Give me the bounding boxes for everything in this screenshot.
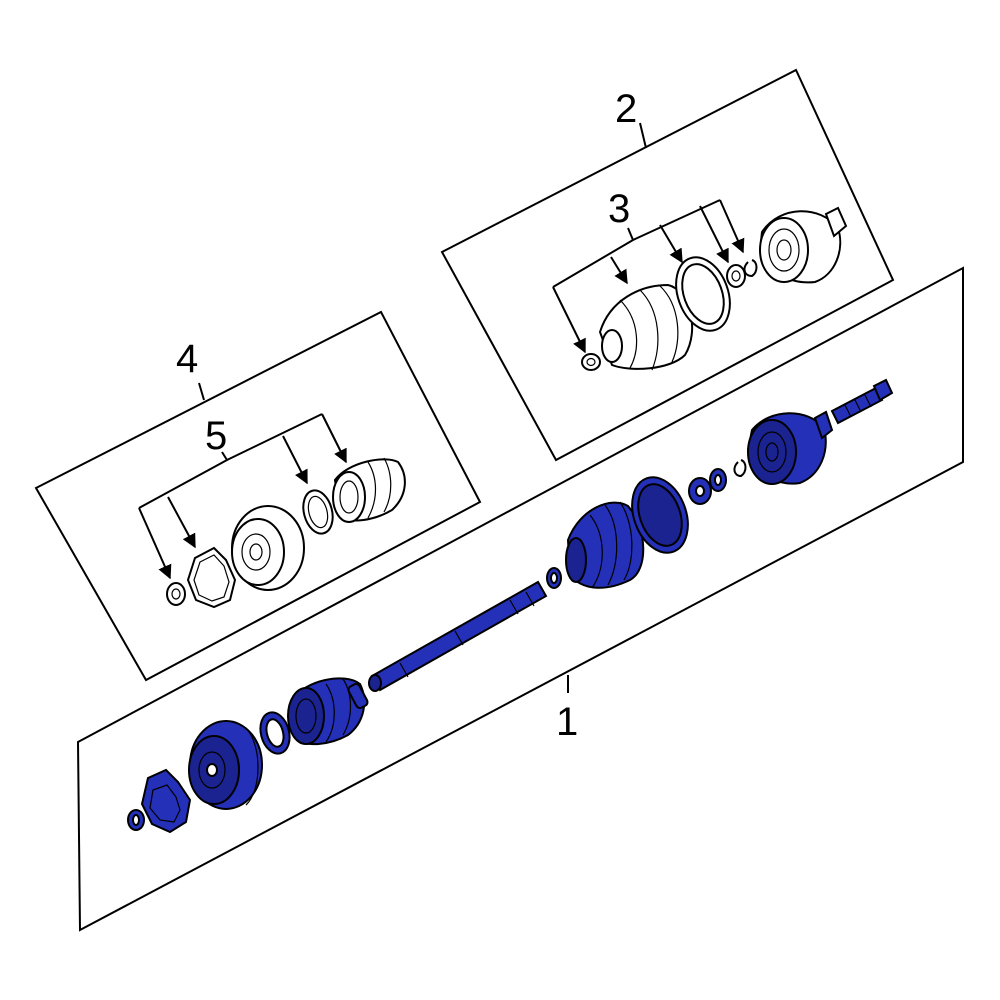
large-clamp-ring	[675, 256, 731, 332]
panel-outer-joint-kit: 2 3	[440, 68, 895, 462]
inner-joint	[188, 720, 263, 810]
boot-clamp	[302, 489, 334, 535]
outer-snap-ring	[733, 459, 747, 478]
leader-3	[552, 199, 745, 354]
inner-boot	[332, 457, 406, 523]
outer-cv-joint	[758, 206, 848, 284]
callout-4: 4	[176, 337, 198, 381]
gasket	[186, 546, 237, 609]
outer-joint	[746, 410, 834, 485]
shaft-ring	[546, 567, 562, 589]
callout-3: 3	[608, 187, 630, 231]
snap-ring	[743, 259, 758, 278]
leader-5	[138, 413, 347, 580]
axle-shaft	[368, 580, 548, 692]
panel-inner-joint-kit: 4 5	[34, 310, 482, 682]
callout-2: 2	[615, 87, 637, 131]
outer-boot-clamp	[631, 476, 689, 554]
callout-5: 5	[205, 414, 227, 458]
callout-1: 1	[556, 700, 578, 744]
small-snap-ring	[166, 582, 186, 606]
inner-clamp	[259, 711, 291, 755]
small-clamp-ring	[581, 353, 601, 371]
panel-axle-shaft-assembly: 1	[76, 266, 964, 932]
outer-boot	[598, 283, 694, 371]
inner-snap-ring	[127, 809, 145, 831]
outer-spacer	[709, 468, 727, 492]
washer	[726, 264, 746, 288]
outer-washer	[688, 477, 712, 505]
inner-cv-joint	[231, 505, 305, 591]
outer-shaft-boot	[565, 501, 645, 589]
inner-gasket	[140, 768, 192, 834]
axle-bolt	[830, 378, 894, 425]
inner-shaft-boot	[287, 677, 369, 746]
